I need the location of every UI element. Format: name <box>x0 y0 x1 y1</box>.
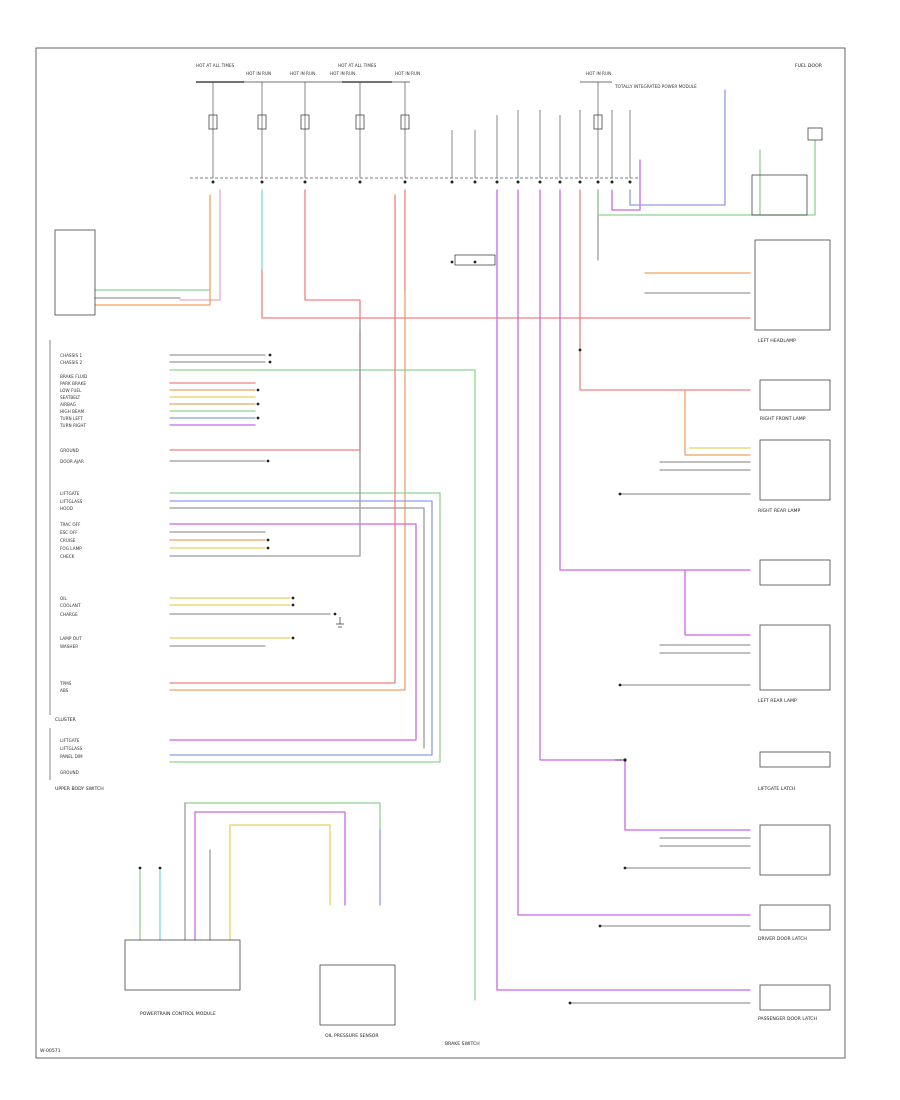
upper-body-switch-label: UPPER BODY SWITCH <box>55 786 104 792</box>
cluster-pin-20: CHECK <box>60 554 75 559</box>
right-rear-lamp-label: RIGHT REAR LAMP <box>758 508 800 514</box>
top-label-5: HOT AT ALL TIMES <box>338 63 377 68</box>
cluster-label: CLUSTER <box>55 717 77 723</box>
cluster-pin-11: GROUND <box>60 448 79 453</box>
cluster-pin-9: TURN LEFT <box>59 416 83 421</box>
fuse-drops <box>208 82 603 178</box>
cluster-pin-3: BRAKE FLUID <box>60 374 87 379</box>
pcm-label: POWERTRAIN CONTROL MODULE <box>140 1011 216 1017</box>
upper-switch-pin-2: LIFTGLASS <box>60 746 83 751</box>
top-label-2: HOT IN RUN <box>246 71 271 76</box>
top-label-4: HOT IN RUN <box>330 71 355 76</box>
cluster-pin-12: DOOR AJAR <box>60 459 84 464</box>
cluster-pin-14: LIFTGLASS <box>60 499 83 504</box>
top-label-6: HOT IN RUN <box>395 71 420 76</box>
cluster-pin-25: WASHER <box>60 644 78 649</box>
cluster-pin-15: HOOD <box>60 506 73 511</box>
cluster-pin-6: SEATBELT <box>60 395 81 400</box>
tipm-columns <box>451 110 631 178</box>
cluster-pin-19: FOG LAMP <box>60 546 82 551</box>
ground-symbols <box>336 617 622 761</box>
cluster-pin-17: ESC OFF <box>60 530 78 535</box>
brake-switch-label: BRAKE SWITCH <box>445 1041 480 1047</box>
upper-switch-pin-4: GROUND <box>60 770 79 775</box>
cluster-pin-labels: CHASSIS 1 CHASSIS 2 BRAKE FLUID PARK BRA… <box>59 353 87 693</box>
passenger-door-latch-label: PASSENGER DOOR LATCH <box>758 1016 817 1022</box>
tipm-connector-dots <box>211 180 632 184</box>
cluster-pin-27: ABS <box>60 688 69 693</box>
cluster-pin-18: CRUISE <box>60 538 76 543</box>
top-labels: HOT AT ALL TIMES HOT IN RUN HOT IN RUN H… <box>196 63 697 89</box>
cluster-pin-23: CHARGE <box>60 612 78 617</box>
cluster-pin-8: HIGH BEAM <box>60 409 84 414</box>
figure-id: W-00571 <box>40 1048 61 1054</box>
top-label-3: HOT IN RUN <box>290 71 315 76</box>
left-headlamp-label: LEFT HEADLAMP <box>758 338 796 344</box>
cluster-pin-2: CHASSIS 2 <box>60 360 82 365</box>
left-rear-lamp-label: LEFT REAR LAMP <box>758 698 797 704</box>
cluster-pin-10: TURN RIGHT <box>59 423 87 428</box>
cluster-pin-7: AIRBAG <box>60 402 76 407</box>
module-boxes: CLUSTER UPPER BODY SWITCH LEFT HEADLAMP … <box>49 63 831 1047</box>
cluster-pin-4: PARK BRAKE <box>60 381 86 386</box>
diagram-frame <box>35 47 846 1059</box>
upper-switch-pin-labels: LIFTGATE LIFTGLASS PANEL DIM GROUND <box>60 738 83 775</box>
fuel-door-label: FUEL DOOR <box>795 63 823 69</box>
wires <box>94 89 816 1004</box>
cluster-pin-16: TRAC OFF <box>59 522 81 527</box>
liftgate-latch-label: LIFTGATE LATCH <box>758 786 795 792</box>
splice-dots <box>138 260 627 1005</box>
right-front-lamp-label: RIGHT FRONT LAMP <box>760 416 806 422</box>
top-label-8: HOT IN RUN <box>586 71 611 76</box>
cluster-pin-24: LAMP OUT <box>60 636 82 641</box>
oil-pressure-label: OIL PRESSURE SENSOR <box>325 1033 379 1039</box>
upper-switch-pin-1: LIFTGATE <box>60 738 80 743</box>
top-label-tipm: TOTALLY INTEGRATED POWER MODULE <box>614 84 697 89</box>
cluster-pin-26: TPMS <box>59 681 72 686</box>
top-label-1: HOT AT ALL TIMES <box>196 63 235 68</box>
upper-switch-pin-3: PANEL DIM <box>60 754 83 759</box>
cluster-pin-22: COOLANT <box>60 603 81 608</box>
driver-door-latch-label: DRIVER DOOR LATCH <box>758 936 807 942</box>
cluster-pin-1: CHASSIS 1 <box>60 353 82 358</box>
cluster-pin-5: LOW FUEL <box>60 388 82 393</box>
cluster-pin-13: LIFTGATE <box>60 491 80 496</box>
cluster-pin-21: OIL <box>60 596 68 601</box>
